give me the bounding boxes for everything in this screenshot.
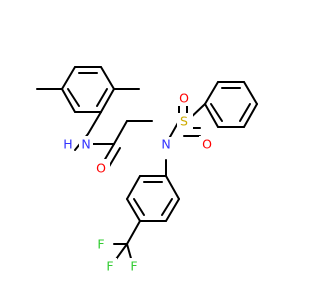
bond — [204, 81, 219, 105]
atom-o-sulfonyl-top: O — [176, 90, 192, 106]
background — [0, 0, 300, 300]
atom-n-amide: N — [79, 136, 93, 152]
atom-s: S — [177, 113, 193, 129]
atom-n-sulfonamide: N — [159, 137, 173, 153]
bond — [113, 120, 128, 145]
bond — [165, 175, 180, 200]
bond — [243, 103, 258, 128]
molecule-structure: N H O N S O O F — [0, 0, 300, 300]
atom-o-sulfonyl-right: O — [199, 136, 215, 152]
bond — [96, 88, 108, 107]
bond — [161, 198, 173, 216]
atom-f-2: F — [94, 236, 108, 252]
bond — [61, 88, 76, 113]
atom-label-f: F — [106, 259, 113, 274]
atom-labels: N H O N S O O F — [59, 90, 215, 274]
atom-label-o: O — [202, 137, 212, 152]
bond — [165, 198, 180, 222]
atom-label-n: N — [81, 137, 90, 152]
bond — [210, 103, 223, 122]
atom-o-amide: O — [94, 159, 110, 177]
bond — [100, 88, 115, 113]
bond — [133, 198, 145, 216]
bond — [126, 220, 141, 245]
bond — [239, 103, 251, 122]
atom-label-s: S — [180, 114, 188, 129]
atom-label-h: H — [63, 137, 72, 152]
atom-label-f: F — [97, 237, 104, 252]
bond — [67, 88, 80, 107]
atom-label-f: F — [130, 259, 137, 274]
bond — [87, 111, 102, 135]
bond — [204, 103, 219, 128]
bond — [100, 66, 115, 90]
atom-h-amide: H — [59, 136, 73, 152]
bond — [126, 175, 141, 200]
atom-label-o: O — [179, 91, 189, 106]
atom-f-3: F — [127, 258, 141, 274]
atom-f-1: F — [103, 258, 117, 274]
bond — [126, 198, 141, 222]
bond — [61, 66, 76, 90]
atom-label-o: O — [96, 161, 106, 176]
bond — [243, 81, 258, 105]
atom-label-n: N — [161, 137, 170, 152]
